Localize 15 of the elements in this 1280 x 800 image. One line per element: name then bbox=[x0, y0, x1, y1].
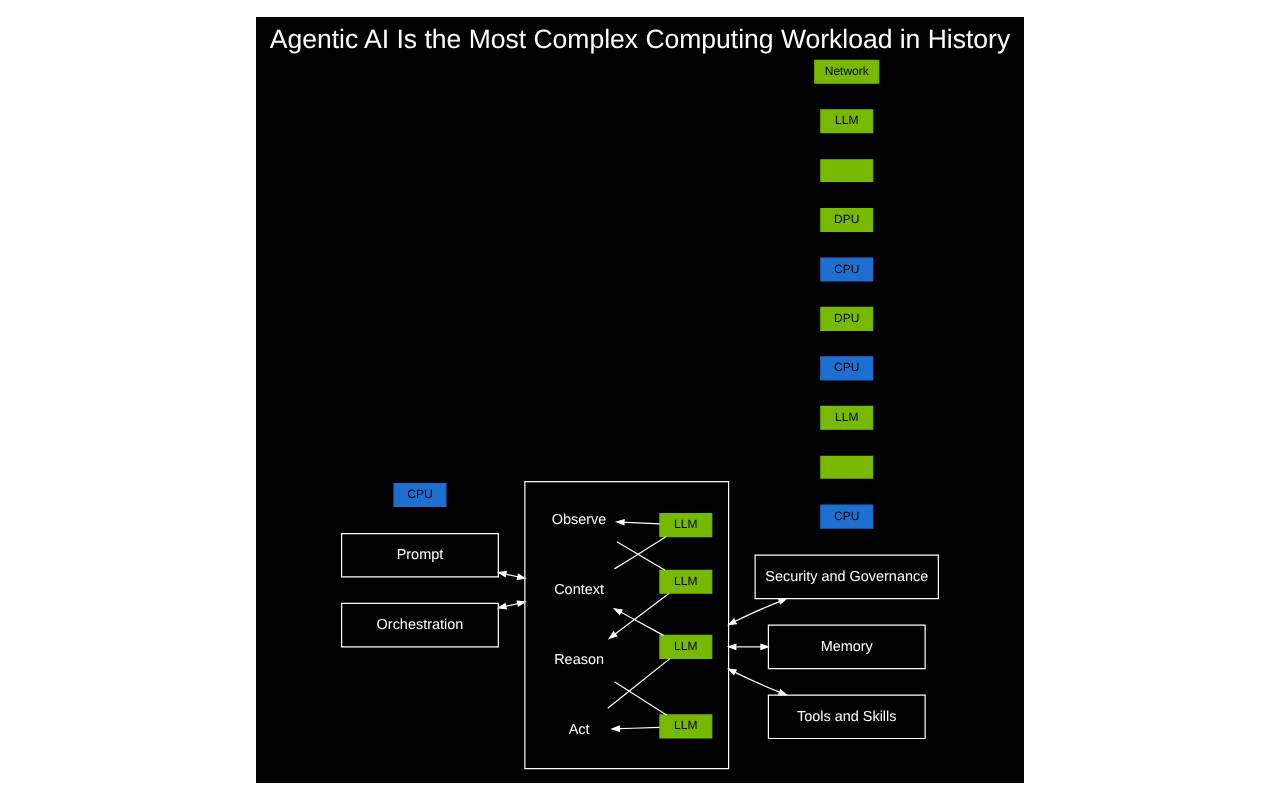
connector bbox=[607, 657, 671, 709]
cluster bbox=[524, 481, 730, 770]
arrow bbox=[727, 598, 789, 626]
connector bbox=[613, 681, 668, 716]
arrow bbox=[727, 668, 789, 696]
node-box bbox=[820, 455, 874, 479]
arrow bbox=[496, 570, 527, 580]
arrow bbox=[607, 592, 670, 640]
arrow bbox=[610, 725, 661, 733]
arrow bbox=[496, 600, 527, 610]
node-box bbox=[820, 159, 874, 183]
diagram-title: Agentic AI Is the Most Complex Computing Workload in History bbox=[269, 23, 1011, 54]
arrow bbox=[614, 518, 661, 526]
arrow bbox=[612, 607, 665, 636]
arrow bbox=[726, 643, 770, 651]
